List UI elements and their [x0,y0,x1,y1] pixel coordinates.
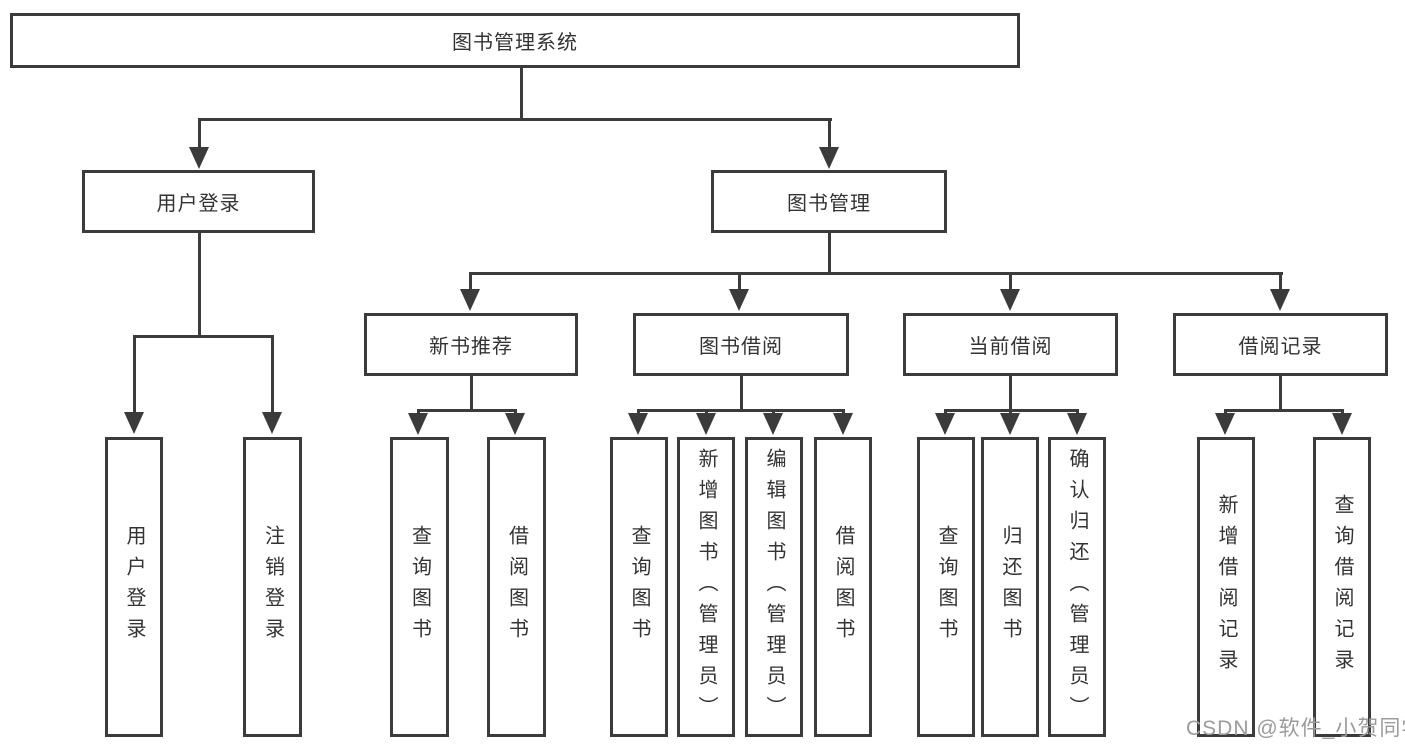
node-book-borrow: 图书借阅 [633,313,849,376]
leaf-return-book: 归还图书 [981,437,1039,737]
arrowhead-down-icon [833,413,853,435]
connector-bookmgmt-stub [828,233,831,273]
arrowhead-down-icon [1000,413,1020,435]
leaf-query-book-3: 查询图书 [917,437,975,737]
node-book-management: 图书管理 [711,170,947,233]
node-label: 查询图书 [408,525,431,649]
node-label: 用户登录 [156,193,241,215]
node-label: 新增借阅记录 [1215,494,1237,680]
node-label: 归还图书 [999,525,1021,649]
connector-drop [1076,409,1079,415]
connector-stub [740,376,743,411]
connector-drop [738,272,741,292]
arrowhead-down-icon [1215,413,1235,435]
leaf-logout: 注销登录 [243,437,302,737]
connector-drop [1009,409,1012,415]
connector-drop [1341,409,1344,415]
connector-drop [1009,272,1012,292]
connector-root-stub [520,68,523,120]
arrowhead-down-icon [819,147,839,169]
arrowhead-down-icon [1270,289,1290,311]
node-label: 当前借阅 [968,336,1053,358]
connector-stub [1279,376,1282,411]
connector-drop [271,335,274,415]
arrowhead-down-icon [1000,289,1020,311]
node-label: 借阅图书 [832,525,854,649]
connector-userlogin-stub [198,233,201,336]
arrowhead-down-icon [628,413,648,435]
connector-drop [1279,272,1282,292]
connector-drop [828,118,831,151]
arrowhead-down-icon [262,412,282,434]
node-label: 图书管理 [787,193,871,215]
connector-level3-rail [470,272,1283,275]
connector-rail [418,409,516,412]
arrowhead-down-icon [696,413,716,435]
node-new-book-recommend: 新书推荐 [364,313,578,376]
node-label: 图书管理系统 [452,32,578,54]
connector-drop [842,409,845,415]
arrowhead-down-icon [1332,413,1352,435]
node-label: 用户登录 [123,525,145,649]
node-label: 查询图书 [628,525,650,649]
leaf-query-borrow-record: 查询借阅记录 [1313,437,1371,737]
leaf-user-login: 用户登录 [105,437,163,737]
connector-drop [198,118,201,151]
node-label: 借阅图书 [505,525,528,649]
connector-drop [944,409,947,415]
leaf-borrow-book-2: 借阅图书 [814,437,872,737]
node-user-login: 用户登录 [82,170,315,233]
node-label: 查询图书 [935,525,957,649]
node-current-borrow: 当前借阅 [903,313,1118,376]
connector-drop [1224,409,1227,415]
leaf-add-borrow-record: 新增借阅记录 [1197,437,1255,737]
connector-stub [470,376,473,411]
connector-rail [638,409,844,412]
arrowhead-down-icon [763,413,783,435]
leaf-add-book-admin: 新增图书（管理员） [677,437,735,737]
leaf-borrow-book-1: 借阅图书 [487,437,546,737]
arrowhead-down-icon [460,289,480,311]
leaf-edit-book-admin: 编辑图书（管理员） [745,437,803,737]
node-borrow-record: 借阅记录 [1173,313,1388,376]
connector-stub [1009,376,1012,411]
arrowhead-down-icon [729,289,749,311]
connector-drop [417,409,420,415]
node-label: 查询借阅记录 [1331,494,1353,680]
arrowhead-down-icon [408,413,428,435]
node-label: 确认归还（管理员） [1066,447,1088,727]
connector-drop [469,272,472,292]
connector-drop [637,409,640,415]
node-label: 编辑图书（管理员） [763,447,785,727]
node-label: 图书借阅 [699,336,783,358]
leaf-query-book-1: 查询图书 [390,437,449,737]
node-label: 注销登录 [261,525,284,649]
connector-drop [133,335,136,415]
leaf-query-book-2: 查询图书 [610,437,668,737]
node-label: 借阅记录 [1238,336,1323,358]
node-label: 新增图书（管理员） [695,447,717,727]
connector-drop [514,409,517,415]
arrowhead-down-icon [124,412,144,434]
connector-level1-rail [199,118,832,121]
connector-rail [1225,409,1344,412]
connector-drop [772,409,775,415]
connector-drop [705,409,708,415]
arrowhead-down-icon [189,147,209,169]
leaf-confirm-return-admin: 确认归还（管理员） [1048,437,1106,737]
arrowhead-down-icon [935,413,955,435]
arrowhead-down-icon [1067,413,1087,435]
node-root-system: 图书管理系统 [10,13,1020,68]
csdn-watermark: CSDN @软件_小贺同学 [1186,717,1405,740]
arrowhead-down-icon [505,413,525,435]
connector-userlogin-rail [134,335,274,338]
node-label: 新书推荐 [429,336,513,358]
